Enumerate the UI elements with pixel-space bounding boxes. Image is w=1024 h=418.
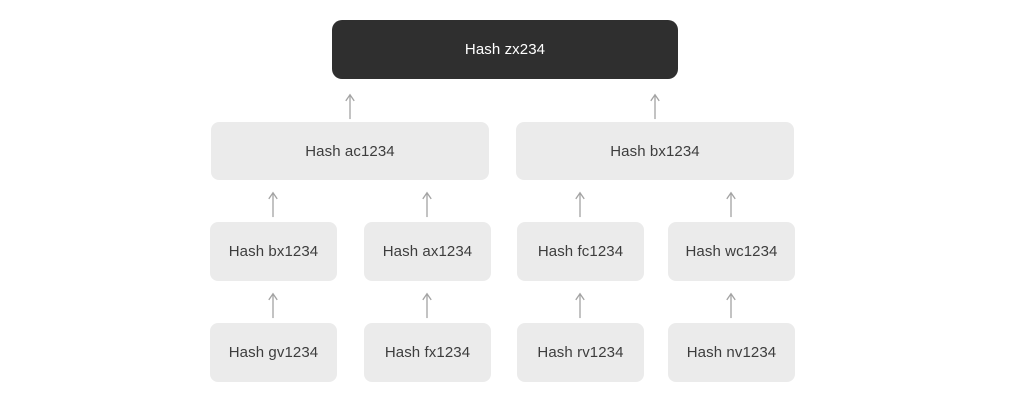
tree-node-level4-2: Hash fx1234: [364, 323, 491, 382]
up-arrow-icon: [726, 292, 736, 319]
tree-node-label: Hash bx1234: [228, 243, 319, 260]
tree-node-label: Hash fc1234: [537, 243, 624, 260]
tree-node-level3-2: Hash ax1234: [364, 222, 491, 281]
tree-node-level3-1: Hash bx1234: [210, 222, 337, 281]
tree-node-label: Hash bx1234: [610, 142, 700, 160]
tree-node-label: Hash gv1234: [228, 344, 319, 361]
tree-node-label: Hash ax1234: [382, 243, 473, 260]
tree-node-label: Hash rv1234: [537, 344, 624, 361]
tree-node-root: Hash zx234: [332, 20, 678, 79]
up-arrow-icon: [726, 191, 736, 218]
tree-node-level2-right: Hash bx1234: [516, 122, 794, 180]
up-arrow-icon: [268, 191, 278, 218]
tree-node-label: Hash wc1234: [685, 243, 778, 260]
tree-node-label: Hash fx1234: [384, 344, 471, 361]
up-arrow-icon: [575, 292, 585, 319]
tree-node-label: Hash ac1234: [305, 142, 395, 160]
tree-node-label: Hash nv1234: [686, 344, 777, 361]
tree-node-level4-1: Hash gv1234: [210, 323, 337, 382]
tree-node-level2-left: Hash ac1234: [211, 122, 489, 180]
up-arrow-icon: [268, 292, 278, 319]
up-arrow-icon: [345, 93, 355, 120]
up-arrow-icon: [422, 292, 432, 319]
up-arrow-icon: [575, 191, 585, 218]
tree-node-level3-3: Hash fc1234: [517, 222, 644, 281]
tree-node-level3-4: Hash wc1234: [668, 222, 795, 281]
tree-node-level4-3: Hash rv1234: [517, 323, 644, 382]
tree-node-label: Hash zx234: [464, 41, 546, 58]
up-arrow-icon: [422, 191, 432, 218]
tree-node-level4-4: Hash nv1234: [668, 323, 795, 382]
up-arrow-icon: [650, 93, 660, 120]
